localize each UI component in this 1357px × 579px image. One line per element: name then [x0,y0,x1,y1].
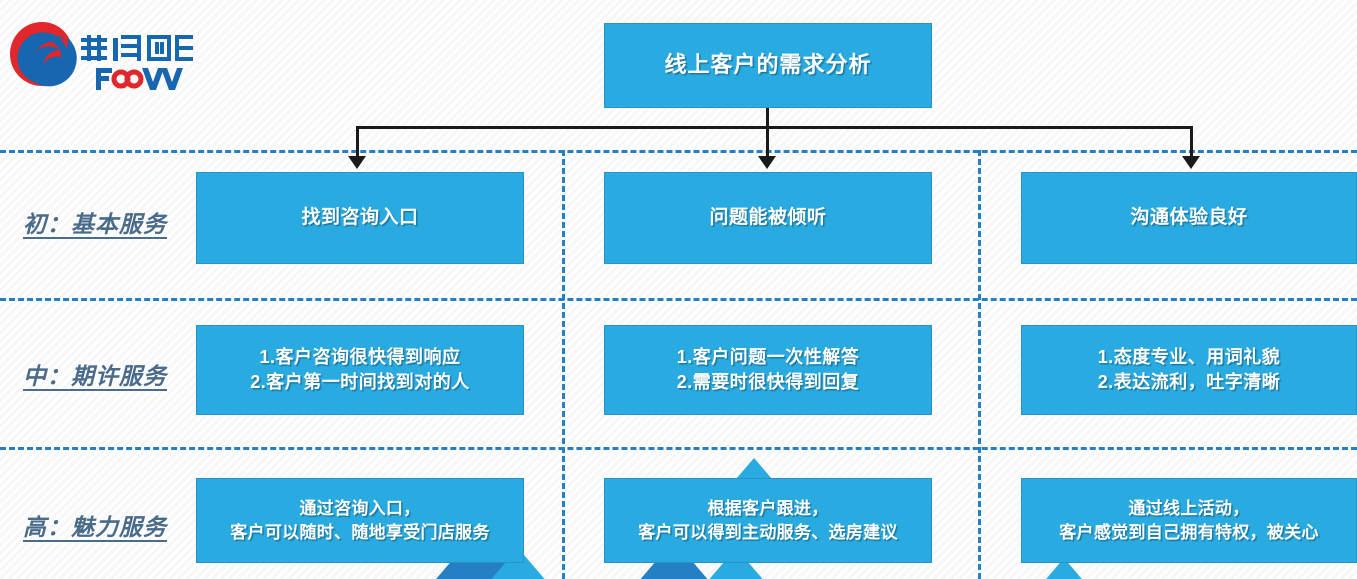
divider-horizontal-middle [0,298,1357,301]
row2-box-3[interactable]: 1.态度专业、用词礼貌 2.表达流利，吐字清晰 [1021,325,1357,415]
connector-stem [766,105,769,128]
row1-box-1-text: 找到咨询入口 [301,206,419,228]
row-label-expected: 中：期许服务 [23,363,167,389]
row3-box-1[interactable]: 通过咨询入口， 客户可以随时、随地享受门店服务 [196,478,524,563]
row2-box-3-text: 1.态度专业、用词礼貌 2.表达流利，吐字清晰 [1097,347,1281,392]
row2-box-1-text: 1.客户咨询很快得到响应 2.客户第一时间找到对的人 [250,347,470,392]
row2-box-2-text: 1.客户问题一次性解答 2.需要时很快得到回复 [676,347,860,392]
row3-box-3[interactable]: 通过线上活动， 客户感觉到自己拥有特权，被关心 [1021,478,1357,563]
connector-drop-mid [766,126,769,158]
arrowhead-left-icon [348,156,366,169]
row1-box-2[interactable]: 问题能被倾听 [604,172,932,264]
arrowhead-mid-icon [758,156,776,169]
company-logo [8,18,198,94]
chevron-accent-e [1030,558,1098,579]
divider-horizontal-top [0,150,1357,153]
row2-box-2[interactable]: 1.客户问题一次性解答 2.需要时很快得到回复 [604,325,932,415]
logo-mark-icon [10,22,193,90]
diagram-title-box[interactable]: 线上客户的需求分析 [604,23,932,108]
row1-box-2-text: 问题能被倾听 [709,206,827,228]
row1-box-3-text: 沟通体验良好 [1130,206,1248,228]
row-label-basic: 初：基本服务 [23,211,167,237]
diagram-title-text: 线上客户的需求分析 [664,52,872,78]
row-label-attractive: 高：魅力服务 [23,514,167,540]
arrowhead-right-icon [1182,156,1200,169]
divider-vertical-right [978,150,981,579]
connector-drop-right [1190,126,1193,158]
divider-vertical-left [562,150,565,579]
row3-box-3-text: 通过线上活动， 客户感觉到自己拥有特权，被关心 [1059,499,1319,542]
row1-box-3[interactable]: 沟通体验良好 [1021,172,1357,264]
divider-horizontal-bottom [0,447,1357,450]
row3-box-2[interactable]: 根据客户跟进， 客户可以得到主动服务、选房建议 [604,478,932,563]
row2-box-1[interactable]: 1.客户咨询很快得到响应 2.客户第一时间找到对的人 [196,325,524,415]
row1-box-1[interactable]: 找到咨询入口 [196,172,524,264]
connector-drop-left [356,126,359,158]
connector-bus [356,126,1192,129]
row3-box-1-text: 通过咨询入口， 客户可以随时、随地享受门店服务 [230,499,490,542]
row3-box-2-text: 根据客户跟进， 客户可以得到主动服务、选房建议 [638,499,898,542]
